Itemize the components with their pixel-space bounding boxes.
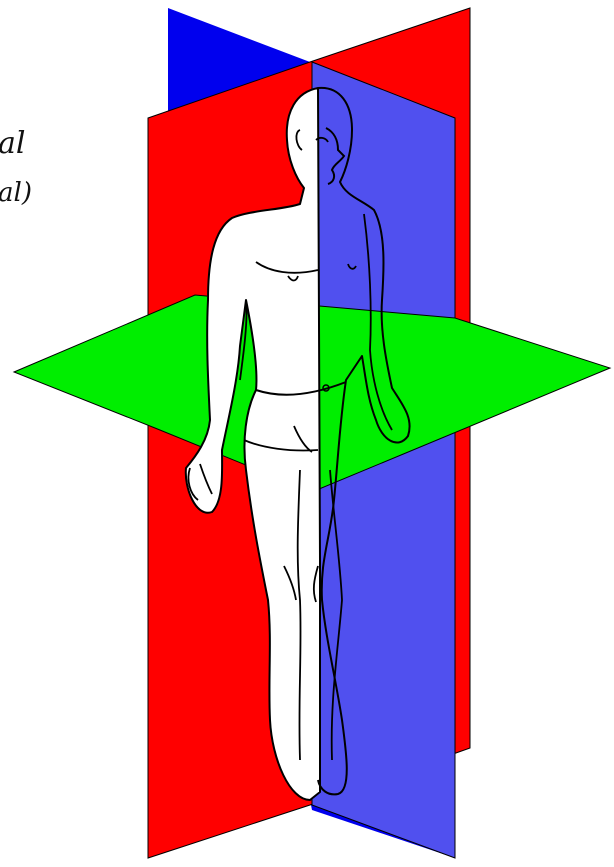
anatomical-planes-diagram [0,0,614,867]
